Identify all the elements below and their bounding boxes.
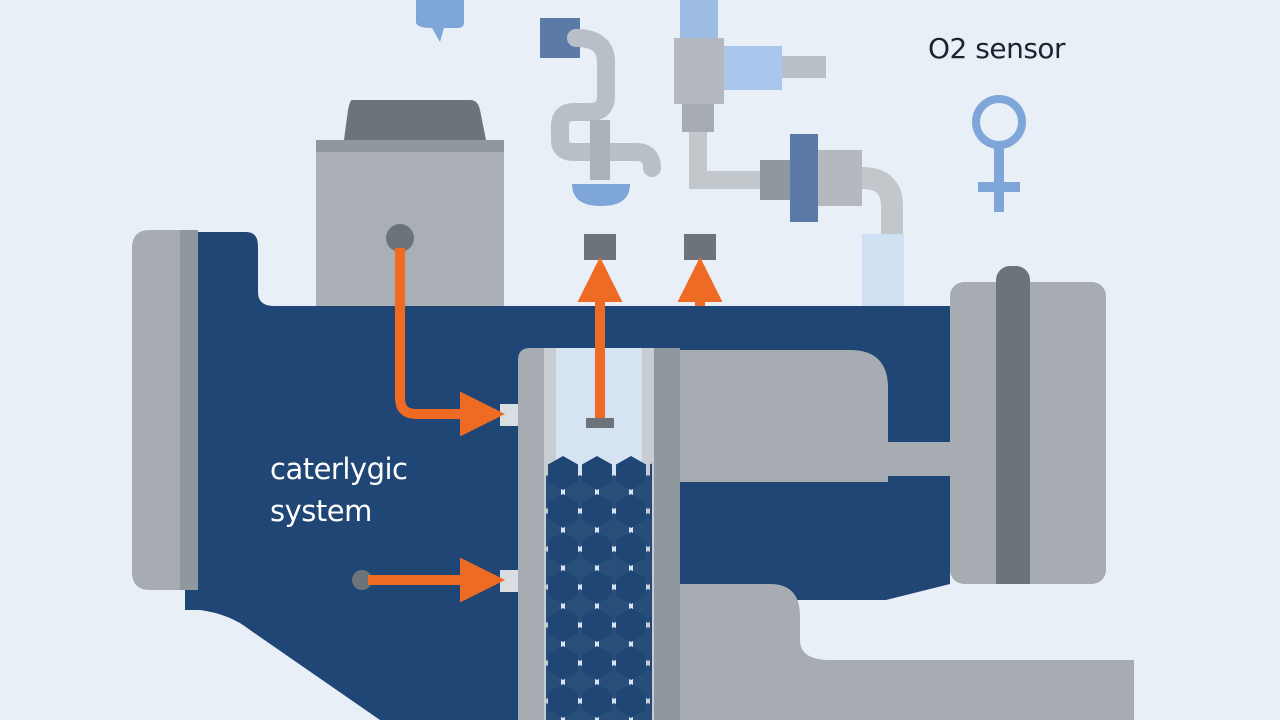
o2-sensor-label: O2 sensor [928,32,1066,65]
o2-sensor-icon [972,95,1026,212]
sensor-pipe-left [540,18,661,206]
outlet-block [650,266,1134,720]
flow-arrow-icon [352,224,723,603]
system-label: caterlygic system [270,448,408,532]
speech-bubble-icon [416,0,464,42]
honeycomb-substrate-icon [518,348,680,720]
sensor-pipe-middle [674,0,904,306]
system-label-line1: caterlygic [270,452,408,486]
intake-box [316,100,504,306]
system-label-line2: system [270,494,372,528]
